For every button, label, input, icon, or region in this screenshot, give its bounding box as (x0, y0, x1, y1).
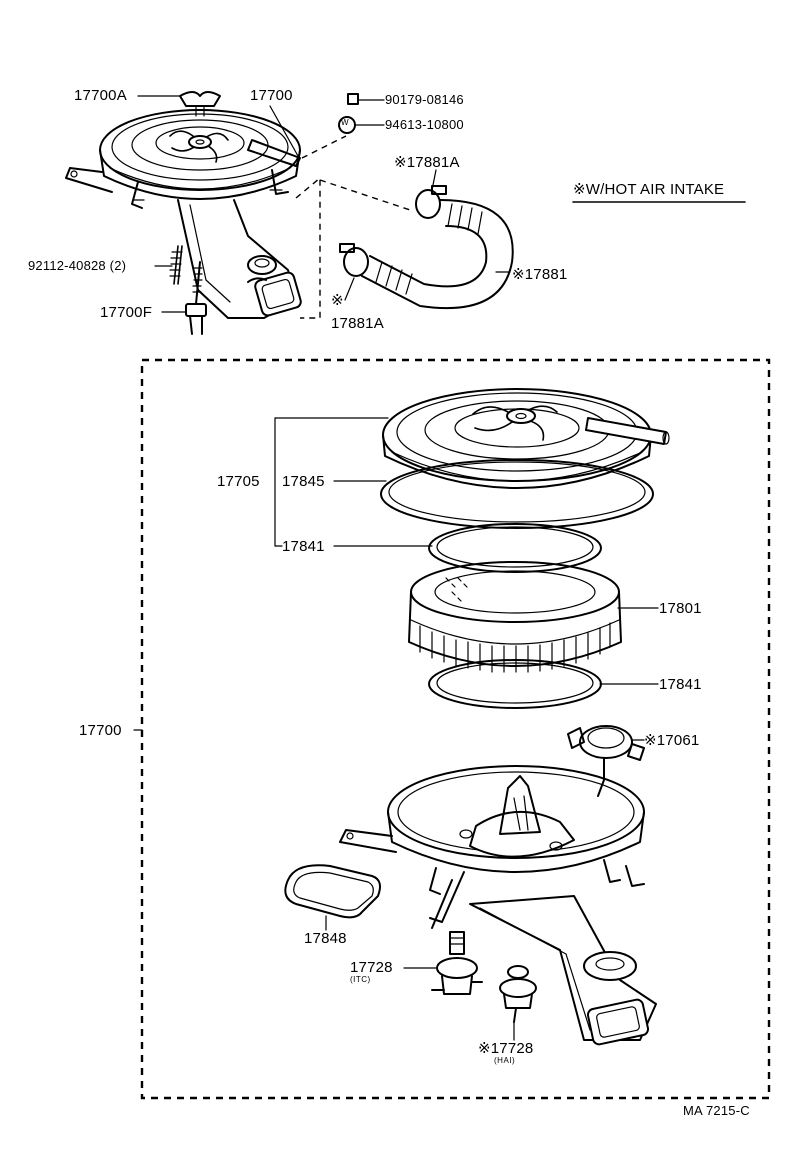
label-92112-40828: 92112-40828 (2) (28, 258, 127, 273)
valve-itc-drawing (431, 931, 483, 995)
valve-hai-drawing (499, 965, 537, 1023)
gasket-17841-lower-drawing (428, 659, 602, 709)
label-17061: ※17061 (644, 732, 700, 749)
filter-element-drawing (408, 561, 622, 673)
label-17845: 17845 (282, 473, 325, 490)
label-90179-08146: 90179-08146 (385, 92, 464, 107)
lid-drawing (382, 388, 670, 489)
label-17728-itc: 17728 (350, 959, 393, 976)
label-17841-upper: 17841 (282, 538, 325, 555)
label-17881a-upper: ※17881A (394, 154, 460, 171)
label-17700-assembly: 17700 (79, 722, 122, 739)
label-17881: ※17881 (512, 266, 568, 283)
label-17801: 17801 (659, 600, 702, 617)
label-hai-note: (HAI) (494, 1056, 516, 1065)
drawing-code: MA 7215-C (683, 1103, 750, 1118)
label-clamp-mark-lower: ※ (331, 292, 344, 309)
label-17728-hai: ※17728 (478, 1040, 534, 1057)
hot-air-hose-drawing (339, 199, 514, 310)
label-17841-lower: 17841 (659, 676, 702, 693)
air-cleaner-top-drawing (65, 91, 447, 335)
sensor-17061-drawing (567, 725, 645, 797)
label-17881a-lower: 17881A (331, 315, 384, 332)
gasket-17848-drawing (284, 864, 381, 919)
label-94613-10800: 94613-10800 (385, 117, 464, 132)
label-17700-top: 17700 (250, 87, 293, 104)
gasket-17845-drawing (380, 459, 654, 529)
gasket-17841-upper-drawing (428, 523, 602, 573)
leader-lines-bottom (133, 417, 659, 1041)
assembly-boundary (140, 358, 771, 1100)
label-17848: 17848 (304, 930, 347, 947)
housing-drawing (339, 765, 657, 1046)
label-washer-mark: W (341, 118, 349, 127)
label-17700a: 17700A (74, 87, 127, 104)
label-17705: 17705 (217, 473, 260, 490)
label-itc-note: (ITC) (350, 975, 371, 984)
label-17700f: 17700F (100, 304, 153, 321)
leader-lines-top (137, 95, 746, 313)
label-hot-air-intake-note: ※W/HOT AIR INTAKE (573, 181, 725, 198)
